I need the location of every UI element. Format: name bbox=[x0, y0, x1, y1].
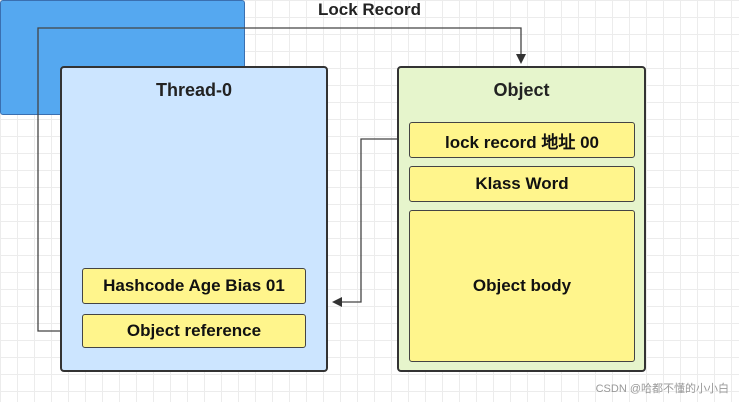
thread-title: Thread-0 bbox=[155, 80, 233, 100]
watermark: CSDN @哈都不懂的小小白 bbox=[595, 383, 729, 395]
lock-record-address-arrow bbox=[332, 138, 409, 307]
hashcode-age-bias-cell: Hashcode Age Bias 01 bbox=[82, 268, 306, 304]
object-reference-cell: Object reference bbox=[82, 314, 306, 348]
lock-record-title: Lock Record bbox=[318, 0, 421, 19]
object-title: Object bbox=[493, 80, 550, 100]
klass-word-cell: Klass Word bbox=[409, 166, 635, 202]
object-body-cell: Object body bbox=[409, 210, 635, 362]
object-reference-arrow bbox=[37, 27, 526, 332]
lock-record-address-cell: lock record 地址 00 bbox=[409, 122, 635, 158]
